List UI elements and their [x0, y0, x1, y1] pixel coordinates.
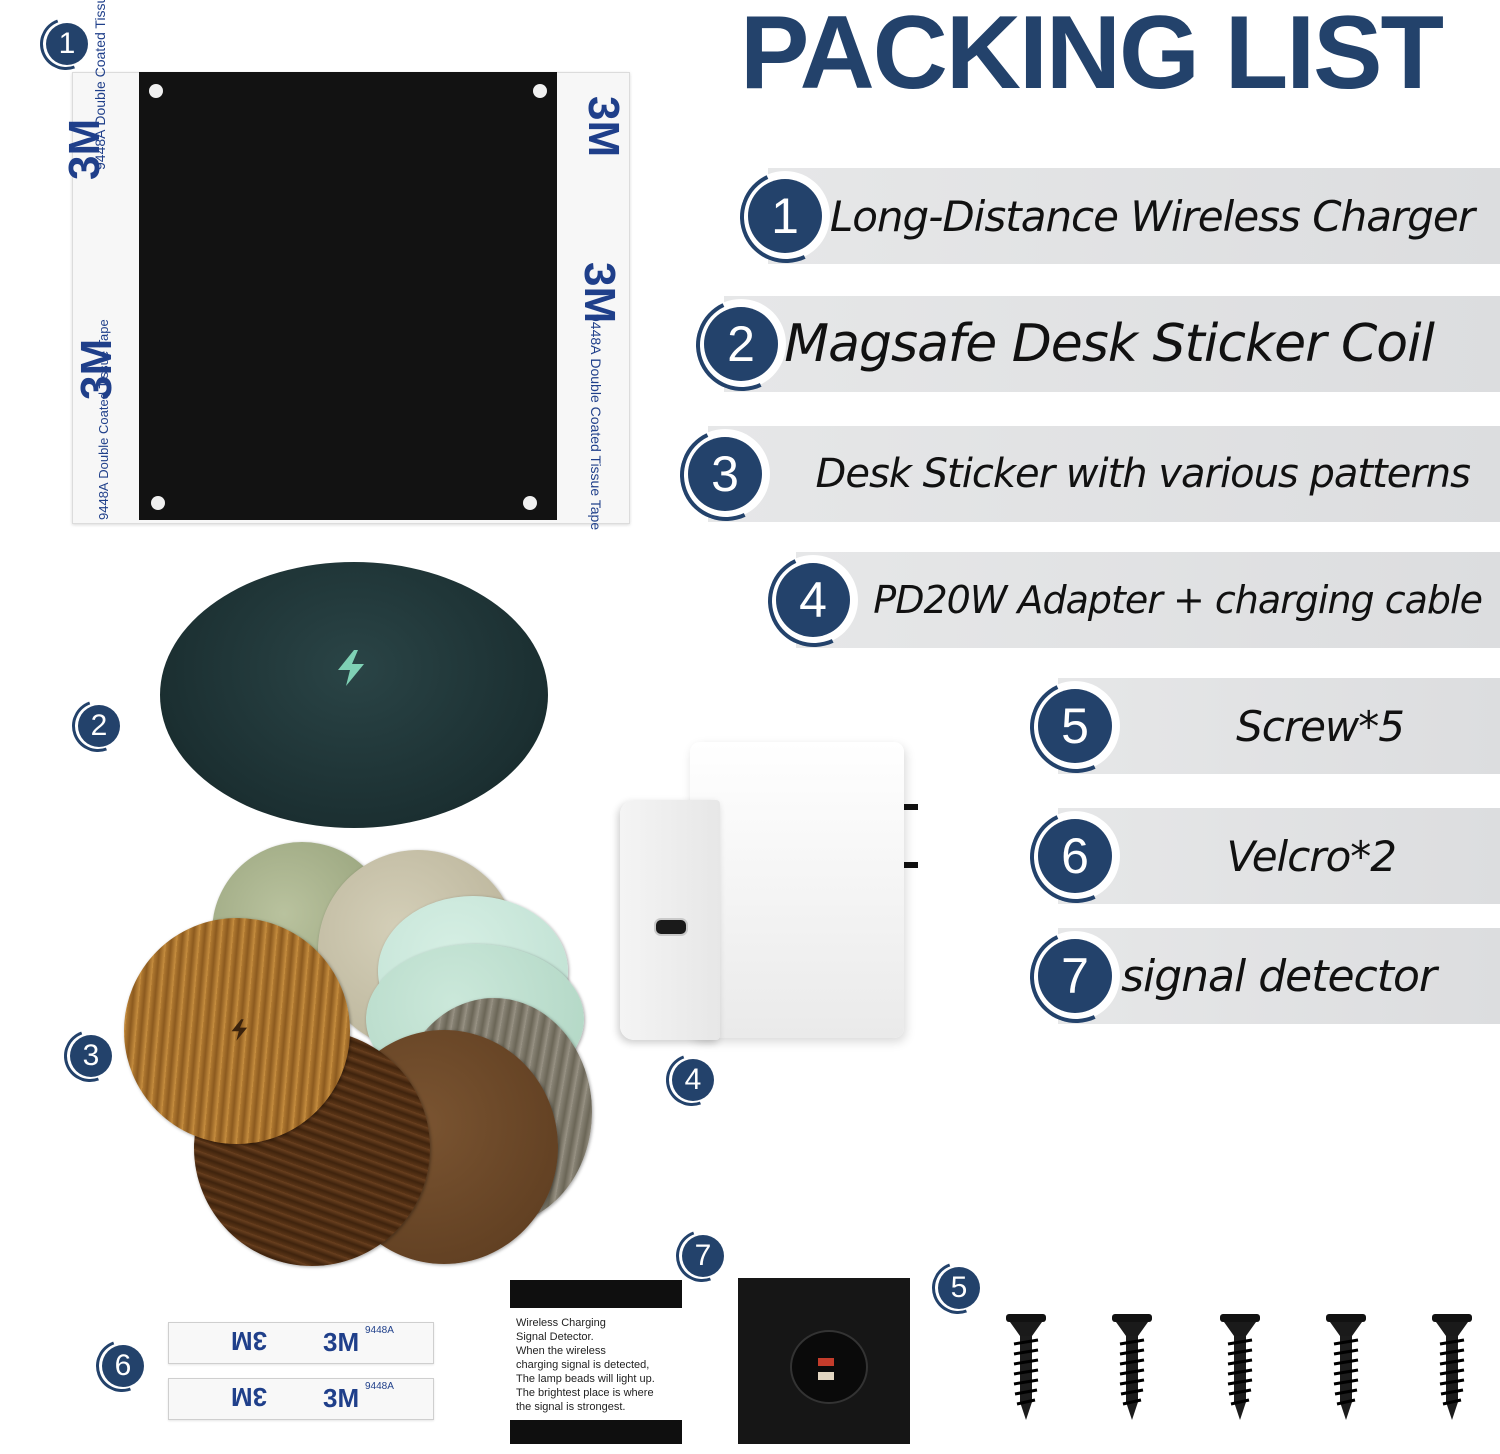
item-label: Magsafe Desk Sticker Coil [784, 314, 1435, 374]
screw-icon [1220, 1314, 1260, 1420]
adapter-body [690, 742, 904, 1038]
number-badge: 6 [1017, 798, 1135, 916]
item-label: Screw*5 [1236, 701, 1405, 751]
item-label: Desk Sticker with various patterns [815, 451, 1471, 497]
detector-instructions: Wireless Charging Signal Detector. When … [510, 1308, 682, 1420]
adapter-prong [904, 804, 918, 810]
list-item-6: 6 Velcro*2 [1017, 798, 1500, 916]
tape-print: 9448A Double Coated Tissue Tape [92, 0, 108, 170]
screw-icon [1112, 1314, 1152, 1420]
marker-7: 7 [667, 1221, 737, 1291]
sticker-light-wood [124, 918, 350, 1144]
screw-icon [1432, 1314, 1472, 1420]
row-bar [724, 296, 1500, 392]
tape-print: 9448A Double Coated Tissue Tape [96, 319, 111, 520]
desk-sticker-coil [160, 562, 548, 828]
row-bar [768, 168, 1500, 264]
number-badge: 7 [1017, 918, 1135, 1036]
tape-print: 9448A Double Coated Tissue Tape [588, 314, 604, 531]
list-item-4: 4 PD20W Adapter + charging cable [755, 542, 1500, 660]
detector-circuit [790, 1330, 868, 1404]
page-title: PACKING LIST [740, 0, 1444, 111]
item-label: signal detector [1121, 950, 1437, 1002]
number-badge: 5 [1017, 668, 1135, 786]
number-badge: 1 [727, 158, 845, 276]
marker-6: 6 [87, 1331, 157, 1401]
marker-1: 1 [31, 9, 101, 79]
row-bar [1058, 928, 1500, 1024]
row-bar [1058, 808, 1500, 904]
item-label: Long-Distance Wireless Charger [829, 191, 1475, 241]
lightning-bolt-icon [338, 650, 364, 686]
row-bar [708, 426, 1500, 522]
number-badge: 2 [683, 286, 801, 404]
item-label: PD20W Adapter + charging cable [873, 578, 1483, 622]
tape-print: 3M [579, 96, 628, 158]
number-badge: 3 [667, 416, 785, 534]
list-item-5: 5 Screw*5 [1017, 668, 1500, 786]
item-label: Velcro*2 [1226, 831, 1397, 881]
marker-5: 5 [923, 1253, 993, 1323]
marker-3: 3 [55, 1021, 125, 1091]
marker-2: 2 [63, 691, 133, 761]
row-bar [1058, 678, 1500, 774]
list-item-2: 2 Magsafe Desk Sticker Coil [683, 286, 1500, 404]
detector-card-back [738, 1278, 910, 1444]
velcro-strip: 3M 3M 9448A [168, 1322, 434, 1364]
marker-4: 4 [657, 1045, 727, 1115]
list-item-3: 3 Desk Sticker with various patterns [667, 416, 1500, 534]
number-badge: 4 [755, 542, 873, 660]
row-bar [796, 552, 1500, 648]
velcro-strip: 3M 3M 9448A [168, 1378, 434, 1420]
wireless-charger-plate [139, 72, 557, 520]
lightning-bolt-icon [231, 1019, 248, 1041]
list-item-7: 7 signal detector [1017, 918, 1500, 1036]
screw-icon [1326, 1314, 1366, 1420]
adapter-prong [904, 862, 918, 868]
screw-icon [1006, 1314, 1046, 1420]
usb-c-port-icon [654, 918, 688, 936]
list-item-1: 1 Long-Distance Wireless Charger [727, 158, 1500, 276]
